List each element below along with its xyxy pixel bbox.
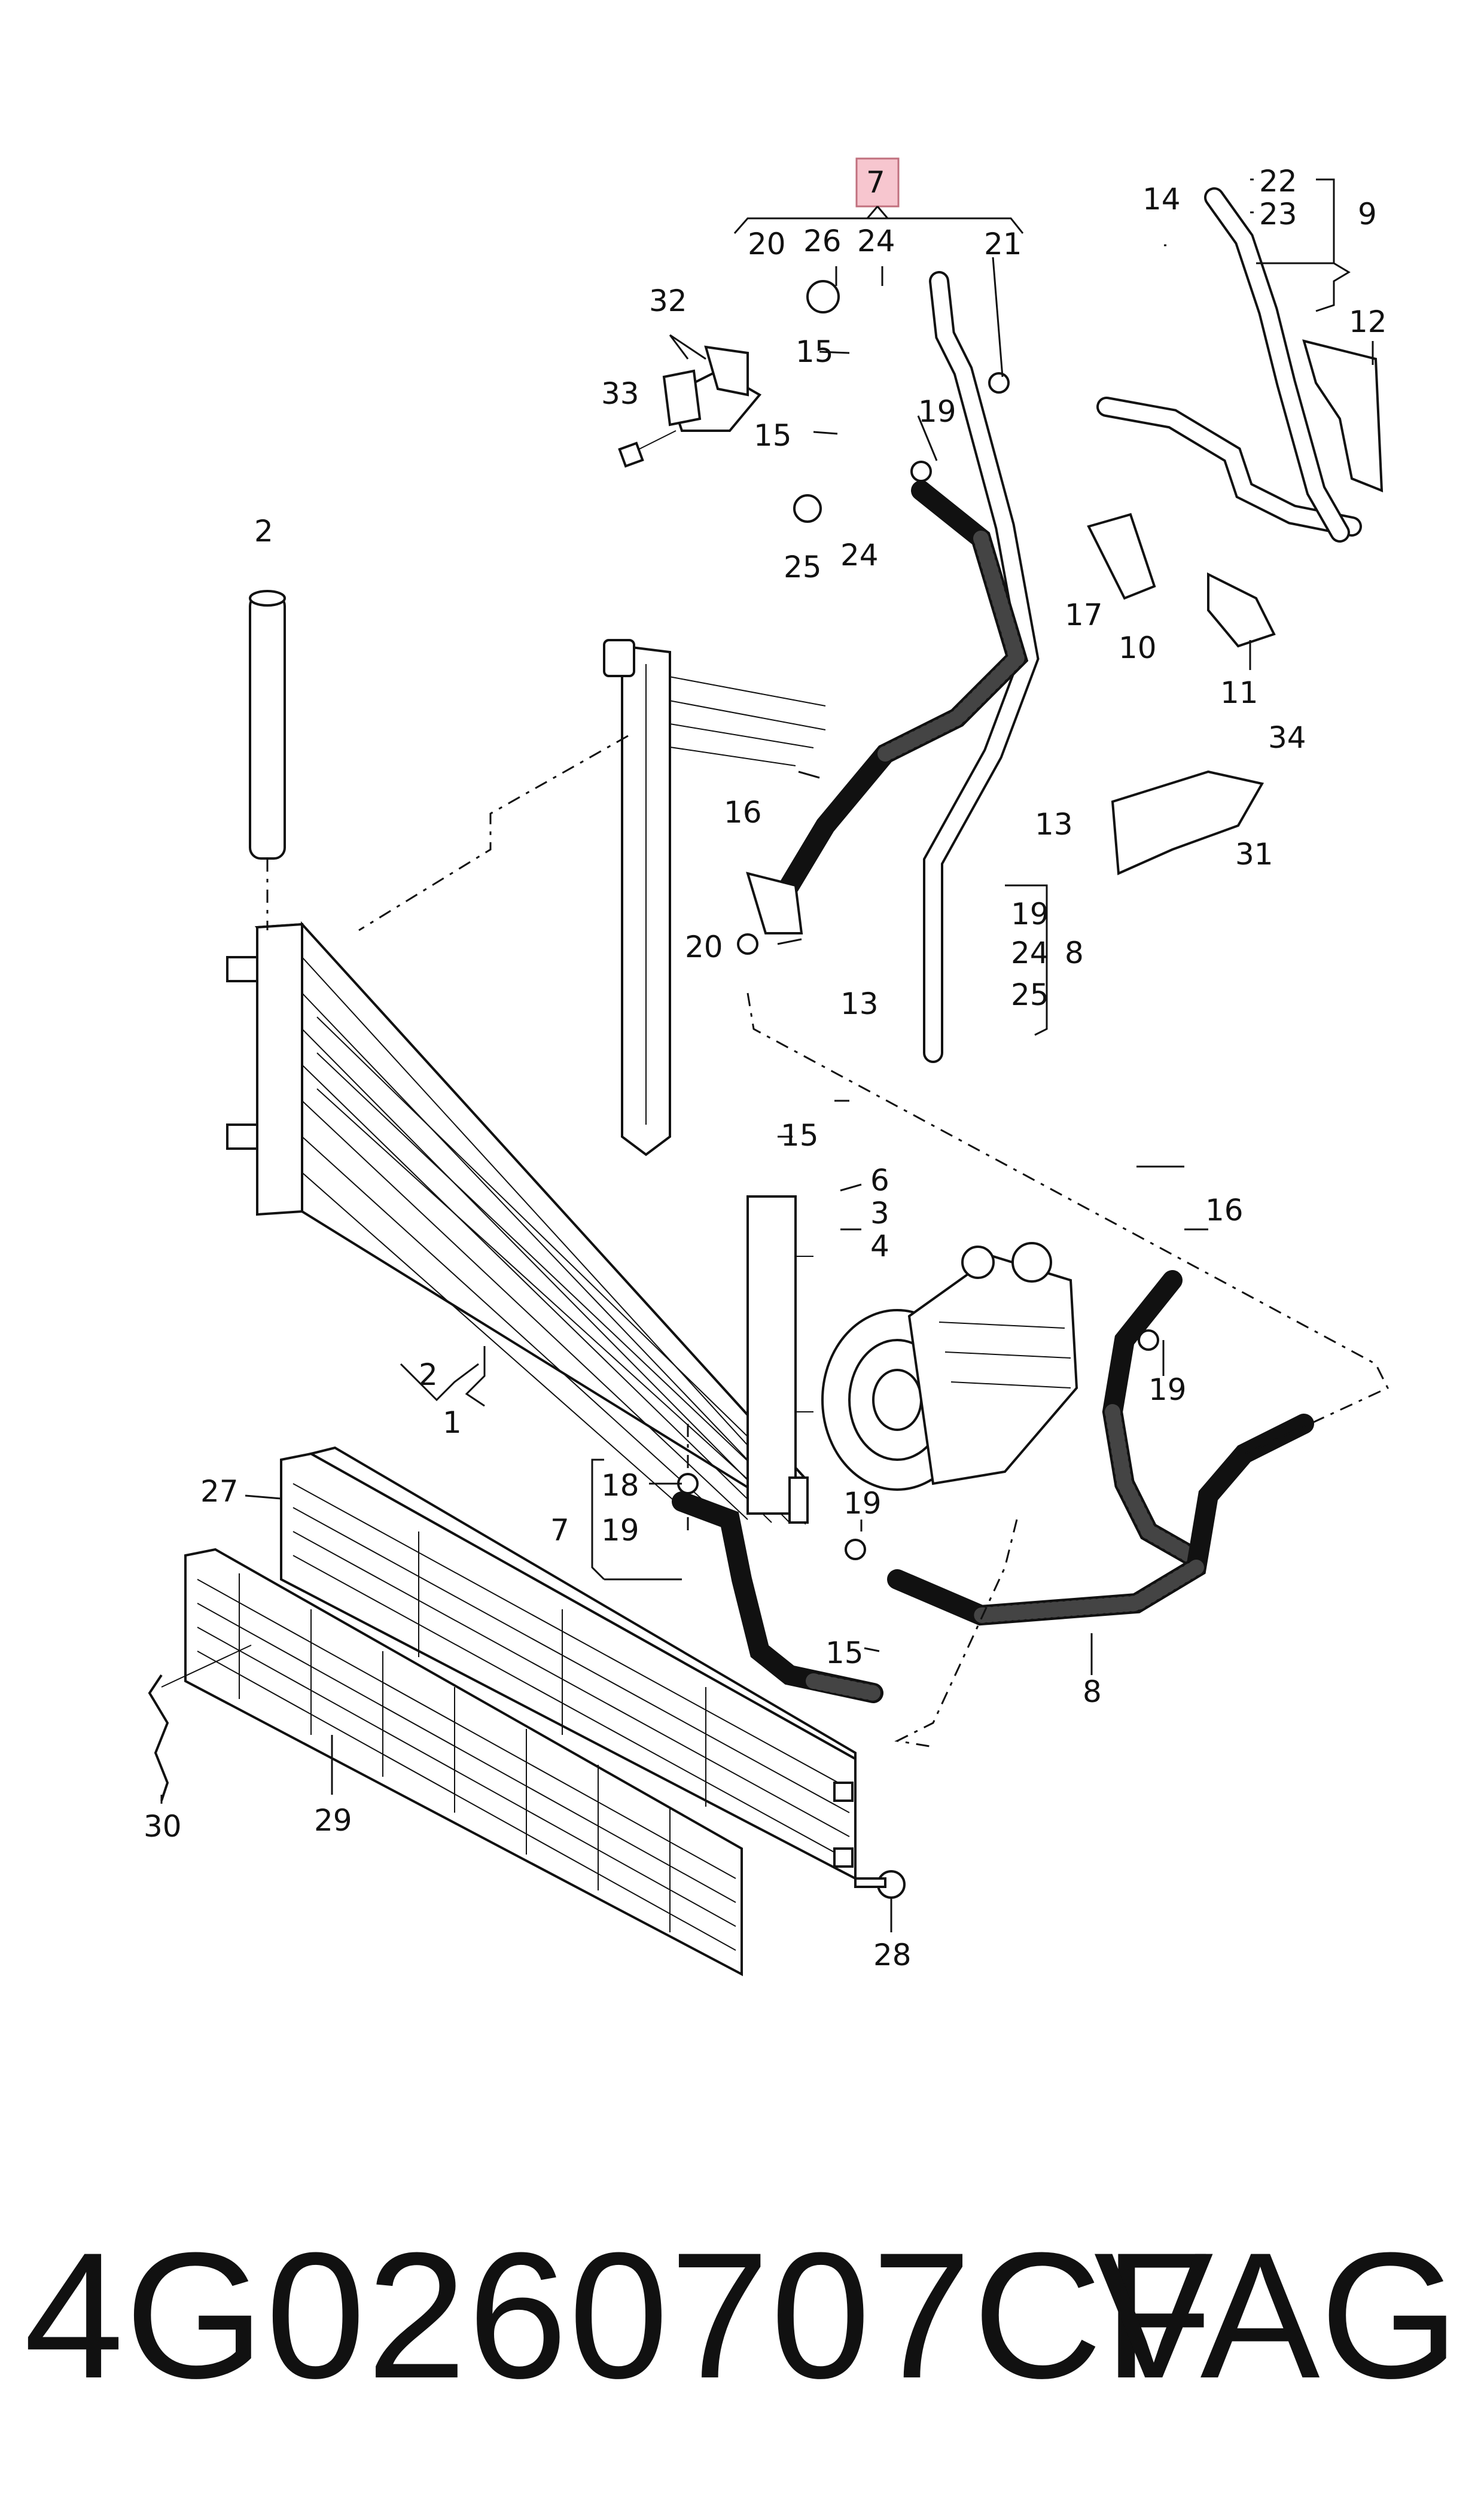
leader-lines	[160, 178, 1374, 1932]
callout-3: 3	[870, 1196, 889, 1231]
callout-19-e: 19	[601, 1513, 639, 1548]
callout-26: 26	[803, 224, 842, 258]
callout-23: 23	[1259, 197, 1297, 232]
callout-20-mid: 20	[685, 930, 723, 964]
drier-tube	[249, 590, 286, 930]
callout-29: 29	[314, 1803, 352, 1838]
brand-name: VAG	[1093, 2215, 1459, 2416]
condenser	[226, 921, 813, 1525]
compressor	[821, 1242, 1078, 1491]
callout-33: 31	[1235, 837, 1273, 872]
callout-2-low: 2	[419, 1357, 438, 1392]
callout-8-low: 8	[1083, 1674, 1102, 1709]
callout-11: 11	[1220, 675, 1258, 710]
callout-1: 1	[443, 1405, 462, 1440]
air-guide	[280, 1446, 857, 1881]
callout-14: 14	[1142, 182, 1181, 217]
callout-7: 7	[866, 165, 885, 200]
bracket-31	[618, 345, 749, 468]
callout-32: 33	[601, 376, 639, 411]
callout-15-b: 15	[754, 418, 792, 453]
part-number: 4G0260707CF	[24, 2215, 1215, 2416]
callout-19-a: 19	[918, 394, 956, 429]
callout-18: 18	[601, 1468, 639, 1503]
callout-15-a: 15	[796, 334, 834, 369]
callout-16-b: 16	[1205, 1193, 1244, 1228]
callout-15-d: 15	[825, 1636, 864, 1670]
callout-27: 27	[200, 1474, 239, 1509]
callout-34: 34	[1268, 720, 1306, 755]
callout-16-a: 16	[724, 795, 762, 830]
callout-28: 28	[873, 1938, 912, 1972]
callout-19-b: 19	[1011, 897, 1049, 931]
callout-25-a: 25	[784, 550, 822, 584]
callout-6: 7	[550, 1513, 569, 1548]
callout-30: 30	[144, 1809, 182, 1844]
callout-10: 10	[1119, 631, 1157, 665]
callout-31: 32	[649, 284, 687, 318]
callout-22: 22	[1259, 164, 1297, 199]
callout-19-d: 19	[843, 1486, 882, 1521]
grille	[184, 1548, 743, 1977]
callout-19-c: 19	[1148, 1372, 1187, 1407]
radiator-core	[358, 639, 826, 1156]
footer: 4G0260707CF VAG	[24, 2225, 1459, 2405]
callout-17: 17	[1065, 598, 1103, 632]
callout-15-c: 15	[781, 1118, 819, 1153]
callout-13-b: 13	[840, 987, 879, 1021]
callout-12: 12	[1349, 305, 1387, 339]
callout-21: 21	[984, 227, 1022, 261]
callout-24-top: 24	[857, 224, 895, 258]
callout-8-top: 8	[1065, 936, 1084, 970]
callout-9: 9	[1358, 197, 1377, 232]
callout-24-low: 24	[1011, 936, 1049, 970]
callout-5: 6	[870, 1163, 889, 1198]
callout-25-b: 25	[1011, 978, 1049, 1012]
hose-lines	[672, 187, 1389, 1748]
callout-13-a: 13	[1035, 807, 1073, 842]
callout-20-top: 20	[748, 227, 786, 261]
callout-4: 4	[870, 1229, 889, 1263]
callout-labels: 20 26 24 21 14 22 23 9 32 15 12 33 19 15…	[144, 164, 1387, 1972]
callout-24-mid: 24	[840, 538, 879, 573]
callout-2-top: 2	[254, 514, 273, 549]
